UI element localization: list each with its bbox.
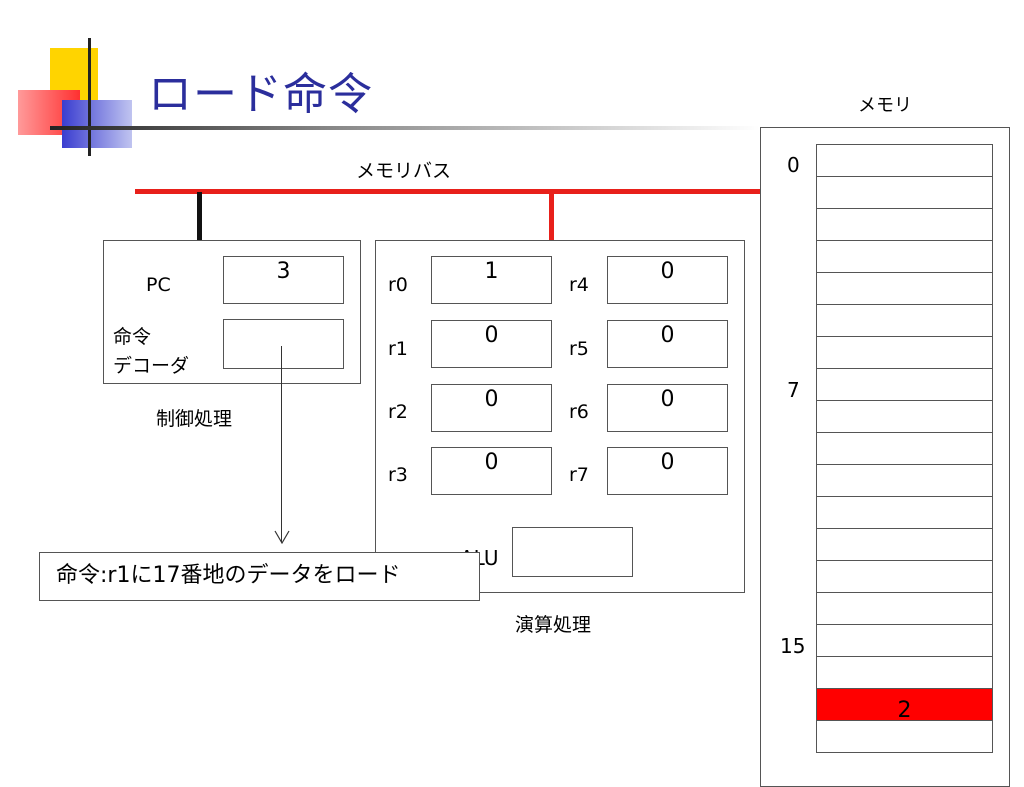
register-label-r2: r2 [388,401,408,423]
register-r4: 0 [607,256,728,304]
memory-cell [816,145,993,177]
memory-address-7: 7 [787,378,800,402]
control-caption: 制御処理 [156,408,233,430]
memory-cell [816,305,993,337]
register-label-r7: r7 [569,464,589,486]
decoder-arrow-line [281,346,282,542]
memory-container [760,127,1010,787]
register-r6: 0 [607,384,728,432]
register-r2: 0 [431,384,552,432]
memory-cell [816,465,993,497]
memory-cell [816,657,993,689]
decoder-label-line1: 命令 [113,326,152,348]
memory-cell [816,337,993,369]
memory-cell [816,433,993,465]
instruction-decoder [223,319,344,369]
title-underline [50,126,760,130]
vertical-line-decoration [88,38,91,156]
pc-label: PC [146,274,171,296]
register-r1: 0 [431,320,552,368]
instruction-callout: 命令:r1に17番地のデータをロード [39,552,480,601]
memory-bus [135,189,765,194]
register-label-r3: r3 [388,464,408,486]
register-label-r0: r0 [388,274,408,296]
bus-connector-compute [549,192,554,240]
blue-square-decoration [62,100,132,148]
arrow-head-icon [274,530,290,544]
register-r3: 0 [431,447,552,495]
memory-cell [816,177,993,209]
memory-cell [816,273,993,305]
memory-address-15: 15 [780,634,806,658]
register-label-r1: r1 [388,338,408,360]
register-label-r5: r5 [569,338,589,360]
register-r7: 0 [607,447,728,495]
memory-cell [816,241,993,273]
memory-cell-highlighted: 2 [816,689,993,723]
memory-cell [816,369,993,401]
alu-box [512,527,633,577]
memory-cell [816,401,993,433]
memory-label: メモリ [858,95,912,116]
memory-cell [816,497,993,529]
memory-cell [816,593,993,625]
decoder-label-line2: デコーダ [113,355,190,377]
title-decoration [0,30,140,160]
register-label-r6: r6 [569,401,589,423]
register-label-r4: r4 [569,274,589,296]
memory-cell [816,721,993,753]
memory-cell [816,209,993,241]
register-r5: 0 [607,320,728,368]
memory-top-border [816,144,993,145]
pc-register: 3 [223,256,344,304]
memory-cell [816,561,993,593]
register-r0: 1 [431,256,552,304]
memory-cell [816,529,993,561]
bus-label: メモリバス [356,160,452,182]
compute-caption: 演算処理 [515,614,592,636]
memory-address-0: 0 [787,153,800,177]
bus-connector-control [197,192,202,240]
memory-cell [816,625,993,657]
slide-title: ロード命令 [148,69,373,120]
